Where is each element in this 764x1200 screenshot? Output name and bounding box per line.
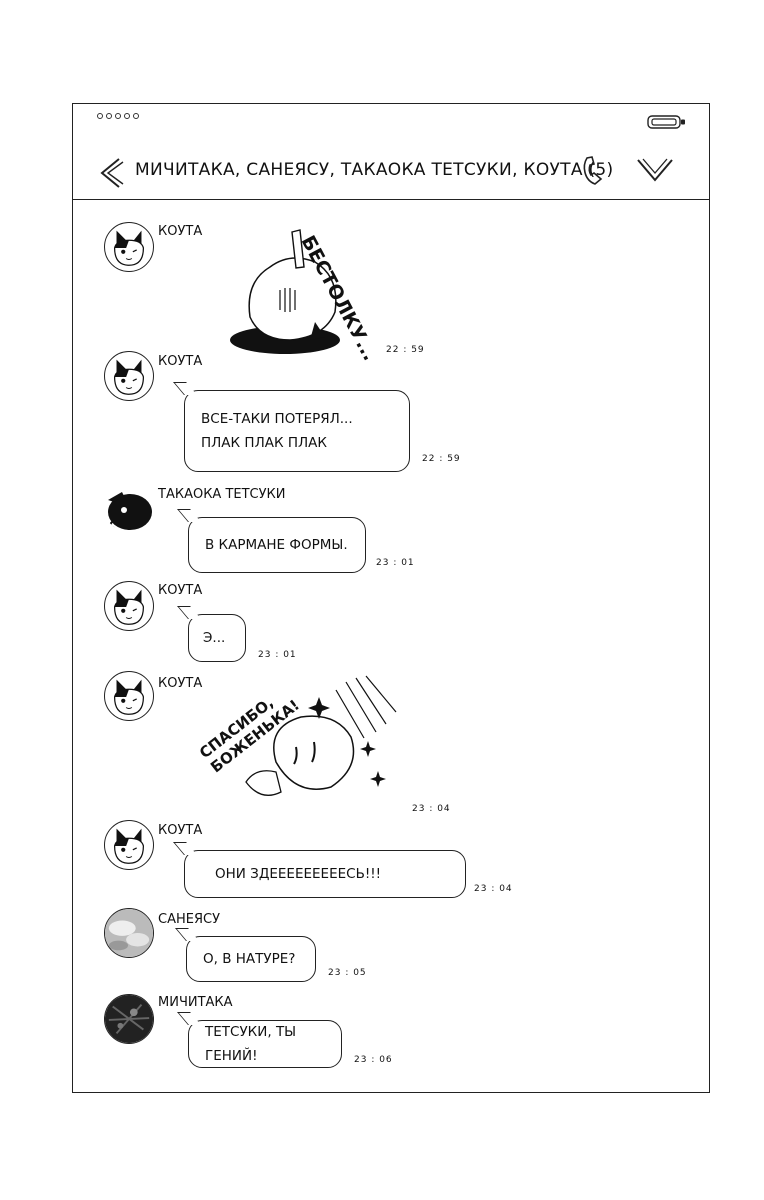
sender-name: Коута (158, 823, 203, 838)
message-line: Э... (203, 630, 226, 646)
avatar-koyta-cat[interactable] (104, 581, 154, 631)
message-time: 23 : 06 (354, 1055, 393, 1065)
message-time: 23 : 04 (474, 884, 513, 894)
message-bubble[interactable]: Тетсуки, ты гений! (188, 1020, 342, 1068)
message-time: 23 : 01 (376, 558, 415, 568)
message-time: 22 : 59 (386, 345, 425, 355)
chat-header: Мичитака, Санеясу, Такаока Тетсуки, Коут… (73, 144, 709, 200)
avatar-koyta-cat[interactable] (104, 222, 154, 272)
message-time: 23 : 01 (258, 650, 297, 660)
avatar-tetsuki-dragon[interactable] (104, 482, 154, 532)
message-time: 23 : 05 (328, 968, 367, 978)
sender-name: Коута (158, 676, 203, 691)
chat-title: Мичитака, Санеясу, Такаока Тетсуки, Коут… (135, 160, 614, 180)
message-bubble[interactable]: О, в натуре? (186, 936, 316, 982)
message-line: Плак плак плак (201, 435, 327, 451)
avatar-koyta-cat[interactable] (104, 820, 154, 870)
avatar-michitaka-tree[interactable] (104, 994, 154, 1044)
message-bubble[interactable]: Э... (188, 614, 246, 662)
avatar-koyta-cat[interactable] (104, 351, 154, 401)
sticker-sad-character[interactable] (230, 222, 370, 360)
message-time: 23 : 04 (412, 804, 451, 814)
sender-name: Такаока Тетсуки (158, 487, 286, 502)
message-line: Тетсуки, ты гений! (205, 1024, 297, 1064)
back-chevron-icon[interactable] (97, 156, 127, 190)
message-bubble[interactable]: В кармане формы. (188, 517, 366, 573)
sender-name: Санеясу (158, 912, 220, 927)
message-bubble[interactable]: Все-таки потерял... Плак плак плак (184, 390, 410, 472)
sender-name: Коута (158, 354, 203, 369)
avatar-saneyasu-sky[interactable] (104, 908, 154, 958)
avatar-koyta-cat[interactable] (104, 671, 154, 721)
message-line: Они здееееееееесь!!! (215, 866, 382, 882)
dropdown-chevron-icon[interactable] (635, 154, 675, 186)
sender-name: Коута (158, 224, 203, 239)
message-time: 22 : 59 (422, 454, 461, 464)
battery-icon (647, 115, 685, 129)
sender-name: Мичитака (158, 995, 233, 1010)
sender-name: Коута (158, 583, 203, 598)
message-bubble[interactable]: Они здееееееееесь!!! (184, 850, 466, 898)
chat-window: Мичитака, Санеясу, Такаока Тетсуки, Коут… (72, 103, 710, 1093)
message-line: Все-таки потерял... (201, 411, 353, 427)
phone-call-icon[interactable] (581, 154, 607, 188)
signal-dots (97, 113, 139, 119)
sticker-happy-character[interactable] (236, 672, 400, 812)
message-line: О, в натуре? (203, 951, 296, 967)
message-line: В кармане формы. (205, 537, 348, 553)
